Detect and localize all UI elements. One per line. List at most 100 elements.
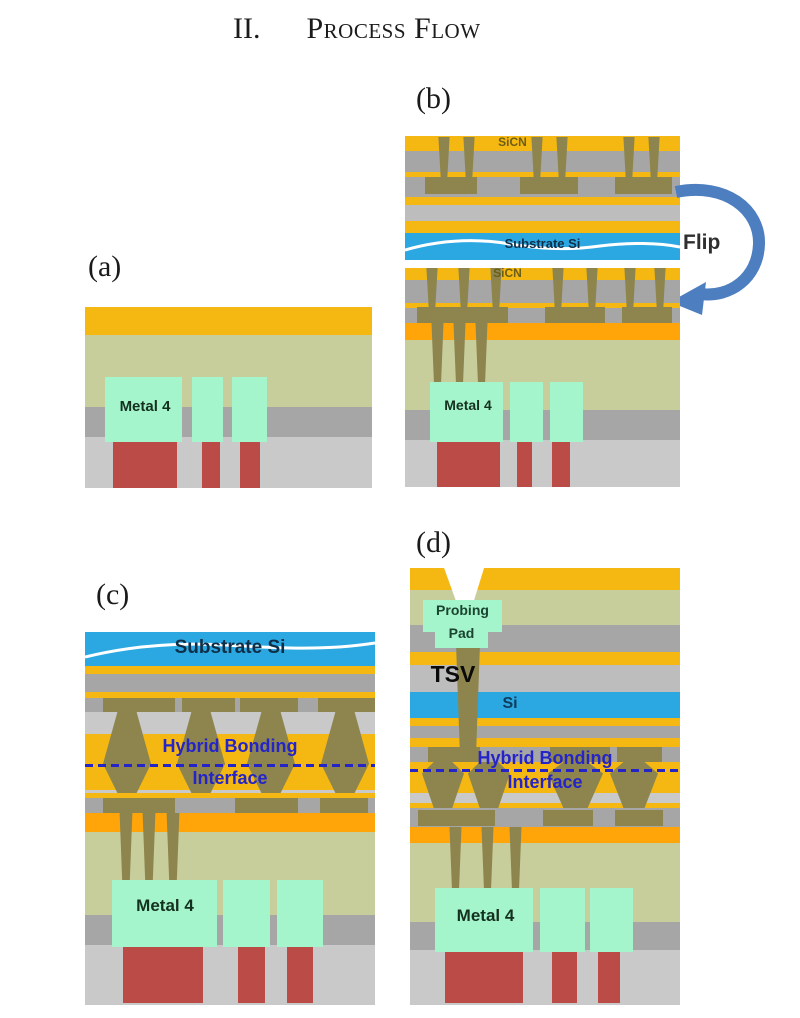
bond-pad bbox=[235, 798, 298, 813]
via bbox=[624, 268, 636, 307]
panel-d-label: (d) bbox=[416, 526, 451, 559]
bond-pad bbox=[622, 307, 672, 323]
bond-pad bbox=[615, 810, 663, 826]
contact-block bbox=[202, 442, 220, 488]
oxide-line bbox=[410, 718, 680, 726]
oxide-line bbox=[85, 793, 375, 798]
contact-block bbox=[598, 952, 620, 1003]
bond-pad bbox=[418, 810, 495, 826]
section-numeral: II. bbox=[233, 12, 261, 45]
oxide-line bbox=[405, 197, 680, 205]
bond-pad bbox=[543, 810, 593, 826]
metal4-block bbox=[277, 880, 323, 947]
metal-via bbox=[142, 813, 156, 880]
metal4-block bbox=[430, 382, 503, 442]
section-heading: II. Process Flow bbox=[233, 12, 481, 46]
metal4-block bbox=[232, 377, 267, 442]
contact-block bbox=[238, 947, 265, 1003]
bond-pad bbox=[182, 698, 235, 712]
metal-via bbox=[481, 827, 494, 888]
sicn-label: SiCN bbox=[493, 266, 522, 280]
via bbox=[586, 268, 598, 307]
oxide-line bbox=[410, 803, 680, 808]
flip-label: Flip bbox=[683, 231, 721, 254]
oxide-layer bbox=[85, 813, 375, 832]
bond-pad bbox=[520, 177, 578, 194]
oxide-line bbox=[85, 666, 375, 674]
via bbox=[438, 137, 450, 177]
interface-label: Interface bbox=[507, 772, 583, 792]
metal-via bbox=[453, 323, 466, 382]
bond-pad bbox=[103, 698, 175, 712]
wafer-diagram-d: Probing Pad TSV Si Hybrid Bonding Interf… bbox=[410, 565, 680, 1005]
via bbox=[463, 137, 475, 177]
contact-block bbox=[552, 442, 570, 487]
metal4-block bbox=[540, 888, 585, 952]
dielectric-layer bbox=[85, 674, 375, 692]
metal4-label: Metal 4 bbox=[136, 896, 194, 915]
bond-pad bbox=[320, 798, 368, 813]
flip-arrow-icon bbox=[670, 184, 766, 315]
via bbox=[556, 137, 568, 177]
metal4-label: Metal 4 bbox=[456, 906, 515, 925]
contact-block bbox=[552, 952, 577, 1003]
sicn-layer bbox=[405, 268, 680, 280]
metal-via bbox=[119, 813, 133, 880]
via bbox=[458, 268, 470, 307]
bond-pad bbox=[417, 307, 508, 323]
bond-pad bbox=[545, 307, 605, 323]
bond-pad bbox=[240, 698, 298, 712]
metal4-block bbox=[590, 888, 633, 952]
via bbox=[426, 268, 438, 307]
interface-label: Interface bbox=[192, 768, 268, 788]
bonding-interface-line bbox=[410, 769, 680, 772]
tsv-via bbox=[456, 645, 480, 747]
substrate-si-label: Substrate Si bbox=[174, 637, 286, 658]
substrate-si-label: Substrate Si bbox=[504, 236, 581, 251]
bond-pad bbox=[103, 798, 175, 813]
oxide-layer bbox=[405, 323, 680, 340]
wafer-diagram-a: Metal 4 bbox=[85, 307, 372, 488]
si-label: Si bbox=[502, 695, 518, 712]
probing-pad-label: Pad bbox=[448, 625, 475, 641]
bond-pad bbox=[428, 747, 480, 762]
wafer-diagram-b-bottom: SiCN Metal 4 bbox=[405, 265, 680, 487]
via bbox=[623, 137, 635, 177]
panel-b-label: (b) bbox=[416, 82, 451, 115]
si-layer bbox=[410, 692, 680, 718]
metal-via bbox=[166, 813, 180, 880]
metal4-block bbox=[510, 382, 543, 442]
wafer-diagram-b-top: SiCN Substrate Si bbox=[405, 135, 680, 260]
metal4-block bbox=[435, 888, 533, 952]
metal4-label: Metal 4 bbox=[119, 398, 171, 415]
panel-a-label: (a) bbox=[88, 250, 122, 283]
bond-pad bbox=[617, 747, 662, 762]
panel-c-label: (c) bbox=[96, 578, 130, 611]
metal-via bbox=[449, 827, 462, 888]
ild-layer bbox=[405, 205, 680, 221]
dielectric-layer bbox=[405, 280, 680, 303]
contact-block bbox=[113, 442, 177, 488]
sicn-label: SiCN bbox=[498, 135, 527, 149]
oxide-layer bbox=[85, 307, 372, 335]
metal-via bbox=[509, 827, 522, 888]
dielectric-layer bbox=[405, 151, 680, 172]
bond-pad bbox=[550, 747, 610, 762]
contact-block bbox=[445, 952, 523, 1003]
via bbox=[648, 137, 660, 177]
via bbox=[552, 268, 564, 307]
tsv-label: TSV bbox=[430, 661, 476, 687]
metal4-block bbox=[192, 377, 223, 442]
metal4-block bbox=[223, 880, 270, 947]
probing-pad-block bbox=[423, 600, 502, 632]
via bbox=[531, 137, 543, 177]
metal-via bbox=[431, 323, 444, 382]
contact-block bbox=[240, 442, 260, 488]
oxide-line bbox=[405, 303, 680, 308]
metal-via bbox=[475, 323, 488, 382]
oxide-layer bbox=[410, 827, 680, 843]
probing-pad-block bbox=[435, 632, 488, 648]
bond-pad bbox=[425, 177, 477, 194]
via bbox=[490, 268, 502, 307]
